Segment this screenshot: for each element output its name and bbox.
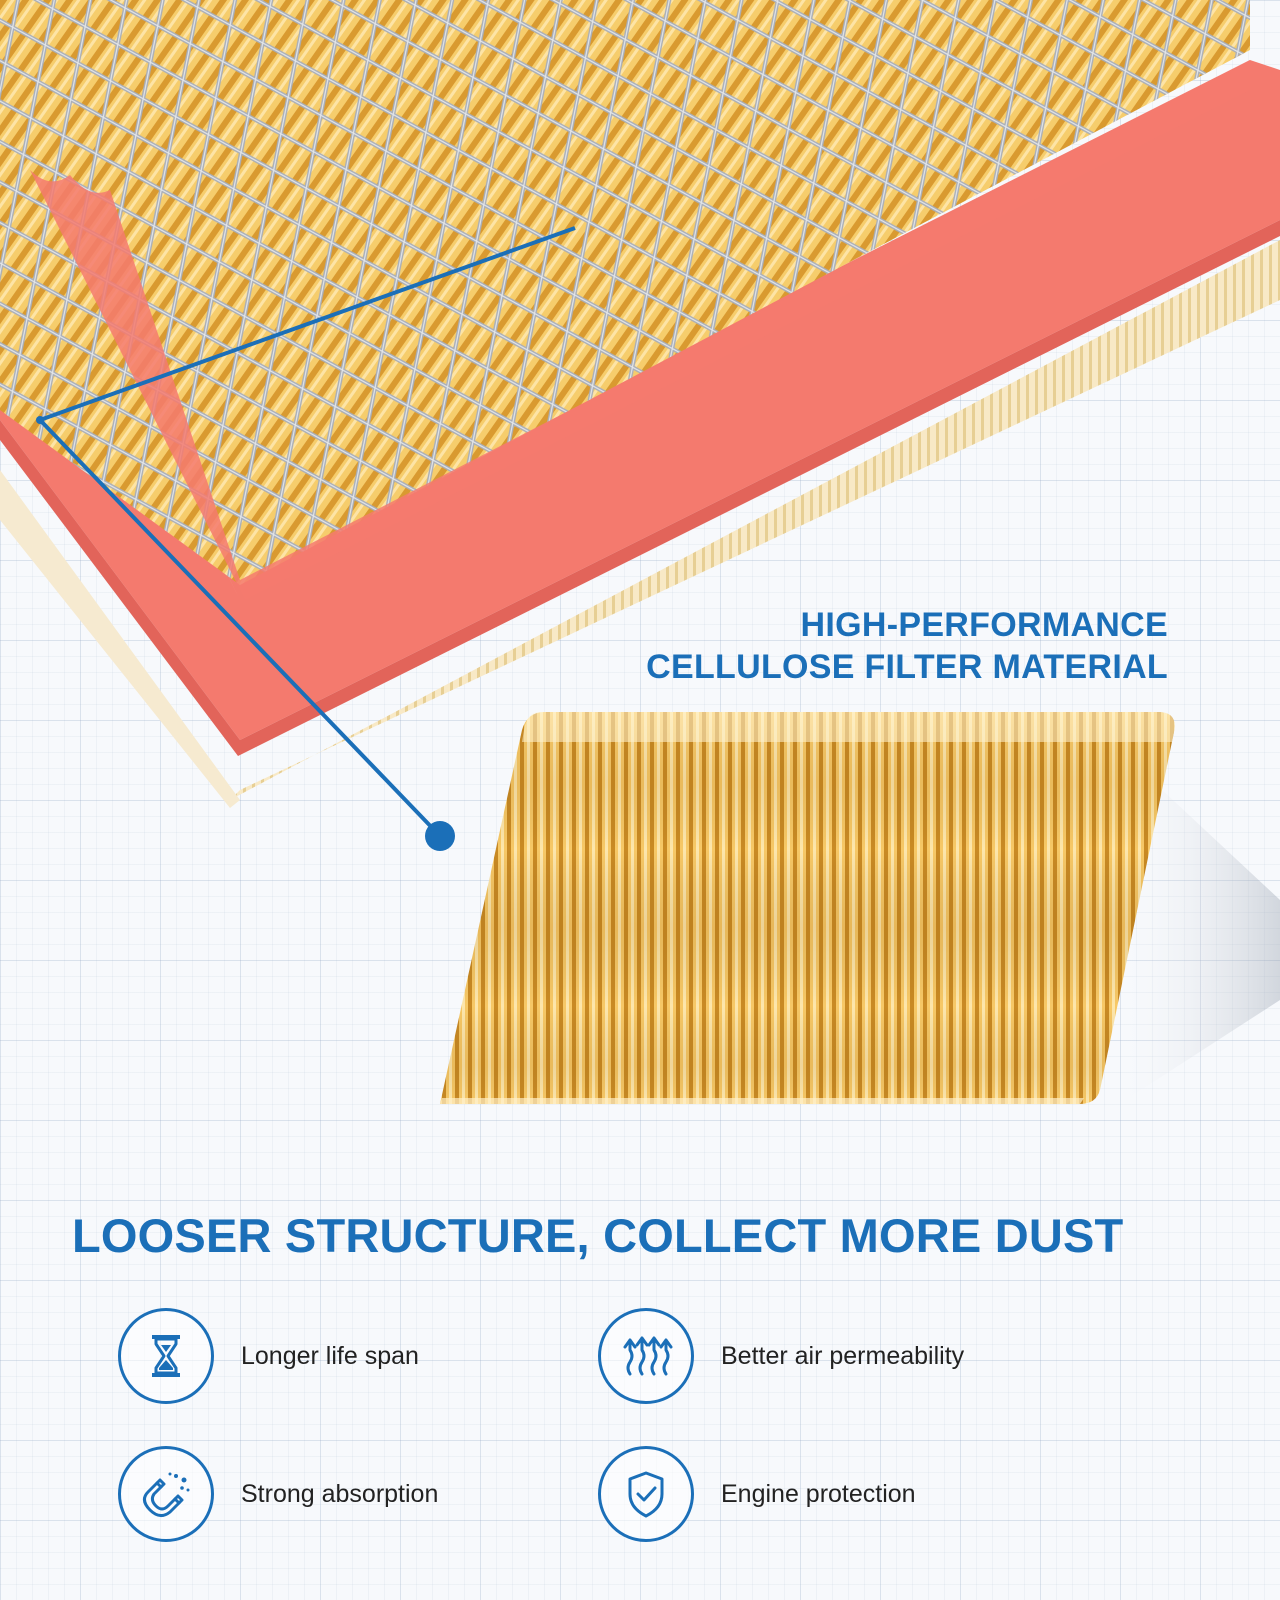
callout-line-2: CELLULOSE FILTER MATERIAL (646, 648, 1168, 686)
feature-label: Engine protection (721, 1479, 916, 1508)
feature-label: Strong absorption (241, 1479, 439, 1508)
material-callout-title: HIGH-PERFORMANCE CELLULOSE FILTER MATERI… (646, 604, 1168, 688)
feature-list: Longer life span Better air permeability (118, 1304, 1118, 1564)
airflow-arrows-icon (598, 1308, 694, 1404)
cellulose-sample (440, 712, 1175, 1104)
callout-dot (425, 821, 455, 851)
feature-engine-protection: Engine protection (598, 1442, 1058, 1546)
hourglass-icon (118, 1308, 214, 1404)
feature-longer-life: Longer life span (118, 1304, 578, 1408)
magnet-icon (118, 1446, 214, 1542)
main-headline: LOOSER STRUCTURE, COLLECT MORE DUST (72, 1209, 1124, 1262)
feature-air-permeability: Better air permeability (598, 1304, 1058, 1408)
callout-line-1: HIGH-PERFORMANCE (800, 606, 1168, 644)
feature-strong-absorption: Strong absorption (118, 1442, 578, 1546)
feature-label: Longer life span (241, 1341, 419, 1370)
feature-label: Better air permeability (721, 1341, 965, 1370)
filter-side-pleats (230, 240, 1280, 800)
shield-check-icon (598, 1446, 694, 1542)
